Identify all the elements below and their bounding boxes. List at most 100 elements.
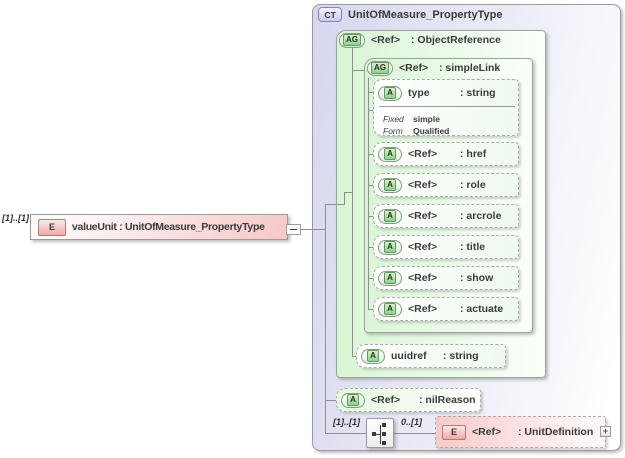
complex-type-title: UnitOfMeasure_PropertyType	[348, 8, 503, 21]
facet-label: Fixed	[383, 114, 404, 124]
ref-name: <Ref>	[371, 34, 401, 46]
attribute-group-icon: AG	[367, 60, 393, 76]
attribute-name: <Ref>	[408, 241, 438, 253]
root-element-label: valueUnit : UnitOfMeasure_PropertyType	[72, 221, 265, 233]
element-unitdefinition-box[interactable]: E <Ref> : UnitDefinition	[435, 416, 606, 448]
a-badge: A	[347, 394, 359, 406]
connector-line	[325, 400, 337, 401]
attribute-type: : string	[443, 350, 479, 362]
unitdefinition-cardinality: 0..[1]	[401, 417, 423, 427]
connector-line	[368, 92, 374, 93]
attribute-actuate-box[interactable]: A <Ref> : actuate	[373, 297, 519, 321]
expand-plus-icon[interactable]: +	[600, 426, 611, 437]
attribute-type: : actuate	[460, 303, 504, 315]
facet-row: Fixed simple	[383, 109, 518, 124]
ag-badge: AG	[371, 62, 389, 74]
facet-divider	[379, 106, 515, 107]
connector-line	[394, 433, 435, 434]
ref-name: <Ref>	[399, 62, 429, 74]
attribute-uuidref-box[interactable]: A uuidref : string	[356, 344, 506, 368]
ag-badge: AG	[343, 34, 361, 46]
attribute-type: : string	[460, 87, 496, 99]
connector-line	[344, 192, 353, 193]
attribute-icon: A	[378, 208, 402, 224]
complex-type-badge: CT	[318, 7, 342, 22]
connector-line	[325, 433, 366, 434]
attribute-name: <Ref>	[408, 210, 438, 222]
attribute-type: : nilReason	[419, 394, 476, 406]
connector-line	[344, 192, 345, 205]
attribute-icon: A	[361, 348, 385, 364]
attribute-show-box[interactable]: A <Ref> : show	[373, 266, 519, 290]
attribute-icon: A	[378, 146, 402, 162]
facet-row: Form Qualified	[383, 121, 518, 136]
a-badge: A	[384, 303, 396, 315]
sequence-compositor-icon[interactable]	[366, 418, 394, 448]
attribute-name: <Ref>	[408, 179, 438, 191]
attribute-group-simplelink-header[interactable]: AG <Ref> : simpleLink	[367, 60, 500, 76]
connector-line	[368, 247, 374, 248]
attribute-icon: A	[378, 270, 402, 286]
attribute-icon: A	[378, 301, 402, 317]
ref-type: : simpleLink	[439, 62, 501, 74]
attribute-name: <Ref>	[408, 148, 438, 160]
ref-type: : ObjectReference	[411, 34, 501, 46]
attribute-icon: A	[341, 392, 365, 408]
attribute-href-box[interactable]: A <Ref> : href	[373, 142, 519, 166]
connector-line	[325, 204, 345, 205]
connector-line	[368, 154, 374, 155]
connector-line	[368, 185, 374, 186]
attribute-name: <Ref>	[408, 303, 438, 315]
sequence-glyph-line	[380, 425, 381, 444]
a-badge: A	[384, 87, 396, 99]
connector-line	[301, 229, 326, 230]
attribute-icon: A	[378, 85, 402, 101]
a-badge: A	[384, 179, 396, 191]
attribute-type: : title	[460, 241, 486, 253]
connector-line	[368, 309, 374, 310]
sequence-cardinality: [1]..[1]	[333, 417, 360, 427]
collapse-minus-icon[interactable]	[286, 224, 301, 235]
connector-line	[368, 278, 374, 279]
a-badge: A	[384, 241, 396, 253]
sequence-glyph-line	[376, 434, 381, 435]
connector-line	[368, 78, 369, 310]
attribute-name: <Ref>	[371, 394, 401, 406]
connector-line	[368, 110, 374, 111]
attribute-type: : href	[460, 148, 487, 160]
root-element-cardinality: [1]..[1]	[2, 213, 29, 223]
ref-type: : UnitDefinition	[518, 426, 594, 438]
a-badge: A	[384, 210, 396, 222]
sequence-dot	[382, 441, 386, 445]
minus-glyph	[290, 229, 297, 230]
root-element-box[interactable]: E valueUnit : UnitOfMeasure_PropertyType	[30, 214, 288, 240]
attribute-name: <Ref>	[408, 272, 438, 284]
facet-value: Qualified	[413, 126, 450, 136]
attribute-role-box[interactable]: A <Ref> : role	[373, 173, 519, 197]
attribute-nilreason-box[interactable]: A <Ref> : nilReason	[336, 388, 481, 412]
attribute-arcrole-box[interactable]: A <Ref> : arcrole	[373, 204, 519, 228]
connector-line	[352, 48, 353, 357]
attribute-icon: A	[378, 239, 402, 255]
facet-section: Fixed simple Form Qualified	[374, 106, 518, 136]
ref-name: <Ref>	[472, 426, 502, 438]
connector-line	[368, 216, 374, 217]
connector-line	[325, 204, 326, 434]
sequence-dot	[382, 423, 386, 427]
sequence-dot	[382, 432, 386, 436]
facet-value: simple	[413, 114, 440, 124]
facet-label: Form	[383, 126, 403, 136]
attribute-name: uuidref	[391, 350, 427, 362]
sequence-dot	[372, 432, 376, 436]
attribute-group-icon: AG	[339, 32, 365, 48]
element-badge: E	[442, 424, 466, 440]
attribute-title-box[interactable]: A <Ref> : title	[373, 235, 519, 259]
a-badge: A	[367, 350, 379, 362]
attribute-group-objectreference-header[interactable]: AG <Ref> : ObjectReference	[339, 32, 501, 48]
a-badge: A	[384, 148, 396, 160]
attribute-icon: A	[378, 177, 402, 193]
attribute-type: : show	[460, 272, 494, 284]
attribute-type: : arcrole	[460, 210, 502, 222]
